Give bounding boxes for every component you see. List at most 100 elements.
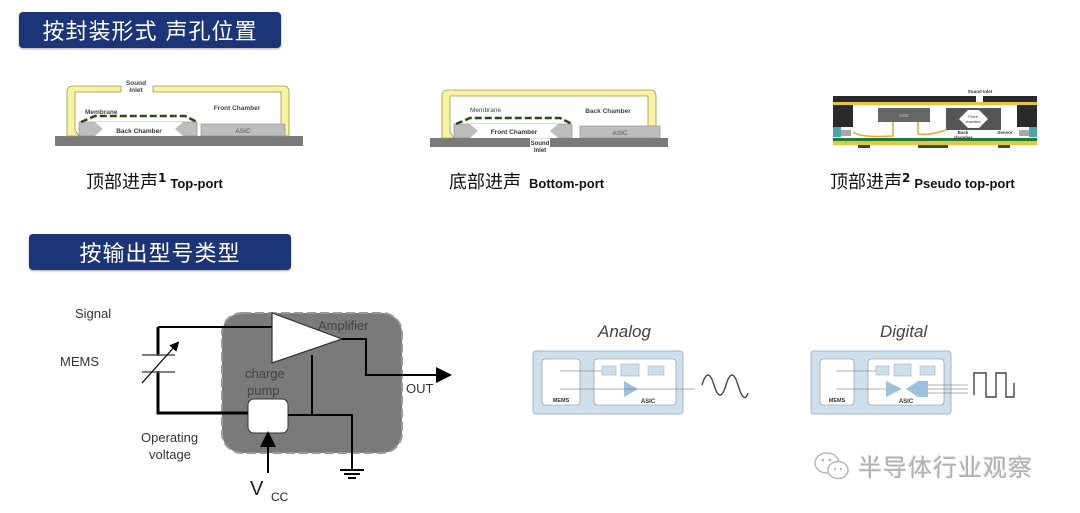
pad-left	[833, 127, 841, 137]
caption-superscript: 2	[902, 171, 911, 185]
asic-label: ASIC	[899, 113, 910, 118]
asic-text: ASIC	[899, 399, 914, 405]
sound-inlet-label: Sound Inlet	[968, 89, 993, 94]
pad-right	[1029, 127, 1037, 137]
caption-cn: 顶部进声	[830, 172, 902, 193]
caption-cn: 底部进声	[449, 172, 521, 193]
section-title-package: 按封装形式 声孔位置	[42, 20, 258, 45]
front-chamber	[470, 124, 558, 138]
caption-en: Pseudo top-port	[914, 176, 1015, 191]
caption-cn: 顶部进声	[86, 172, 158, 193]
operating-voltage-label: Operating	[141, 430, 198, 445]
asic-die	[200, 123, 286, 137]
substrate-left	[430, 138, 530, 147]
lid-left	[66, 85, 122, 137]
section-banner-package: 按封装形式 声孔位置	[19, 12, 281, 48]
adc-shape	[906, 381, 928, 397]
filter-box	[601, 365, 617, 376]
substrate	[55, 136, 303, 146]
vcc-subscript: CC	[271, 490, 289, 504]
maps-box	[919, 365, 936, 376]
bottom-port-package-diagram: Membrane Front Chamber Back Chamber ASIC…	[430, 89, 668, 154]
bottom-plate	[833, 141, 1037, 145]
caption-en: Bottom-port	[529, 176, 605, 191]
amplifier-triangle	[271, 312, 344, 364]
variable-arrow	[141, 341, 180, 384]
watermark: 半导体行业观察	[812, 448, 1033, 483]
mems-label: MEMS	[60, 354, 99, 369]
bottom-pad-1	[858, 145, 870, 148]
back-chamber-label: Back	[958, 130, 969, 135]
charge-pump-label-2: pump	[247, 383, 280, 398]
substrate-right	[550, 138, 668, 147]
filter-box	[875, 365, 890, 376]
lid-right	[152, 85, 290, 137]
operating-voltage-label-2: voltage	[149, 447, 191, 462]
pad-gray-right	[1019, 130, 1029, 136]
membrane	[80, 114, 198, 124]
membrane	[455, 116, 573, 126]
sound-inlet-label-2: Inlet	[534, 148, 546, 154]
caption-superscript: 1	[158, 171, 167, 185]
caption-bottom-port: 底部进声 Bottom-port	[449, 168, 604, 194]
output-wire	[342, 338, 452, 383]
pad-gray-left	[841, 130, 851, 136]
charge-pump-label: charge	[245, 366, 285, 381]
charge-pump-box	[893, 363, 912, 377]
asic-label: ASIC	[235, 128, 250, 135]
back-chamber	[95, 122, 183, 136]
sensor-label: Sensor	[997, 130, 1013, 135]
ground-wire	[288, 414, 353, 469]
analog-title: Analog	[598, 322, 651, 341]
front-chamber-label: Front	[968, 114, 978, 119]
square-waveform-icon	[973, 372, 1015, 398]
asic-label: ASIC	[612, 130, 627, 137]
mems-text: MEMS	[829, 398, 846, 404]
sound-inlet-label: Sound	[126, 80, 146, 87]
digital-title: Digital	[880, 322, 928, 341]
pseudo-top-port-package-diagram: Sound Inlet ASIC Front chamber Back cham…	[833, 89, 1037, 148]
mems-text: MEMS	[553, 398, 570, 404]
asic-text: ASIC	[641, 399, 656, 405]
bond-wire-2	[917, 122, 947, 136]
ground-icon	[340, 469, 364, 479]
asic-die	[878, 108, 930, 122]
cap-gap	[154, 356, 162, 371]
back-chamber-label: Back Chamber	[585, 108, 631, 115]
vcc-label: V	[250, 478, 264, 500]
wechat-icon	[814, 451, 849, 479]
front-chamber-label-2: chamber	[965, 119, 981, 124]
side-wall-left	[833, 105, 853, 127]
membrane-label: Membrane	[85, 109, 118, 116]
analog-block-diagram: MEMS ASIC	[532, 350, 749, 415]
front-chamber-label: Front Chamber	[214, 105, 261, 112]
front-chamber-label: Front Chamber	[491, 129, 538, 136]
mems-circuit-diagram: Signal MEMS Operating voltage Amplifier …	[60, 306, 452, 504]
sound-inlet-label: Sound	[531, 141, 550, 147]
section-title-output: 按输出型号类型	[79, 242, 241, 267]
digital-block-diagram: MEMS ASIC	[810, 350, 1015, 415]
top-port-package-diagram: Sound Inlet Membrane Back Chamber Front …	[55, 80, 303, 146]
bottom-trace	[833, 138, 1037, 141]
bottom-pad-3	[998, 145, 1010, 148]
maps-box	[647, 365, 665, 376]
side-wall-right	[1017, 105, 1037, 127]
watermark-text: 半导体行业观察	[858, 454, 1033, 482]
amplifier-label: Amplifier	[318, 318, 369, 333]
sound-inlet-label-2: Inlet	[129, 87, 143, 94]
top-plate-left	[833, 96, 976, 102]
top-plate-right	[983, 96, 1037, 102]
membrane-label: Membrane	[470, 107, 501, 114]
bond-wire-1	[852, 122, 894, 138]
amp-triangle	[886, 381, 902, 397]
out-label: OUT	[406, 381, 434, 396]
bottom-pad-2	[918, 145, 948, 148]
charge-pump-box	[620, 363, 640, 377]
caption-en: Top-port	[170, 176, 223, 191]
asic-die	[579, 125, 661, 139]
section-banner-output: 按输出型号类型	[29, 234, 291, 270]
signal-label: Signal	[75, 306, 111, 321]
sine-waveform-icon	[701, 374, 749, 399]
mems-box	[541, 358, 581, 406]
